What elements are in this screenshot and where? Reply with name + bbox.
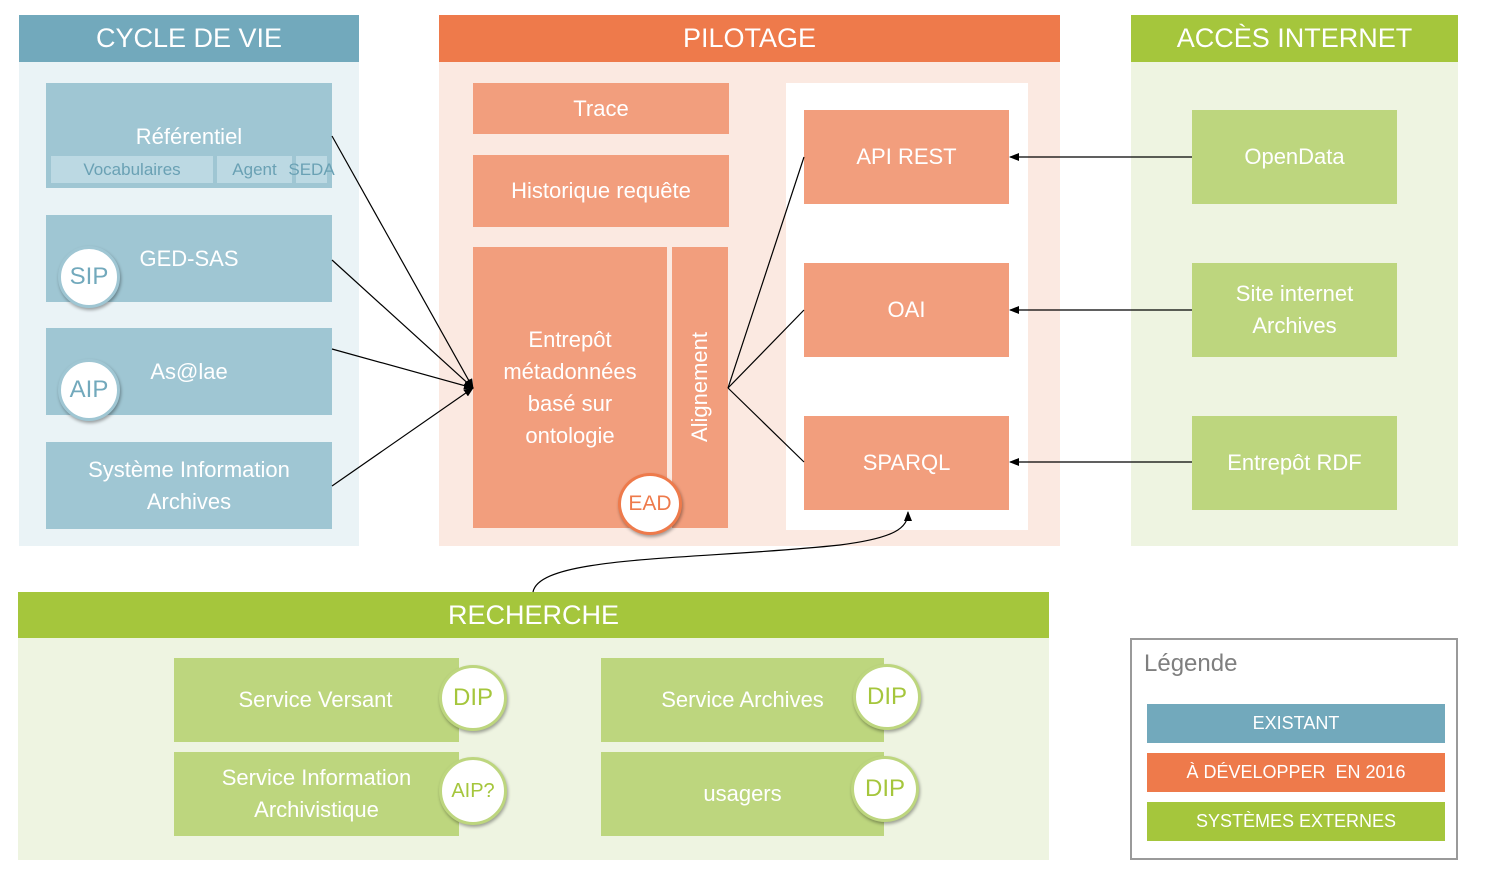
usagers-box[interactable]: usagers (601, 752, 884, 836)
service-information-line2: Archivistique (254, 797, 379, 822)
dip-badge-archives: DIP (853, 664, 921, 730)
api-rest-box[interactable]: API REST (804, 110, 1009, 204)
pilotage-header: PILOTAGE (439, 15, 1060, 62)
recherche-title: RECHERCHE (447, 599, 620, 630)
site-internet-line1: Site internet (1235, 281, 1354, 306)
historique-requete-box[interactable]: Historique requête (473, 155, 729, 227)
alignement-box[interactable]: Alignement (672, 247, 728, 528)
trace-box[interactable]: Trace (473, 83, 729, 134)
service-versant-box[interactable]: Service Versant (174, 658, 459, 742)
acces-internet-header: ACCÈS INTERNET (1131, 15, 1458, 62)
site-internet-box[interactable]: Site internet Archives (1192, 263, 1397, 357)
service-archives-box[interactable]: Service Archives (601, 658, 884, 742)
pilotage-title: PILOTAGE (682, 23, 817, 53)
cycle-de-vie-title: CYCLE DE VIE (95, 23, 283, 53)
dip-badge-versant: DIP (439, 665, 507, 731)
service-versant-label: Service Versant (238, 687, 393, 712)
entrepot-line1: Entrepôt (528, 326, 612, 352)
legend-a-developper: À DÉVELOPPER EN 2016 (1147, 753, 1445, 792)
oai-box[interactable]: OAI (804, 263, 1009, 357)
sia-line1: Système Information (88, 456, 290, 482)
sparql-label: SPARQL (862, 450, 951, 475)
ged-sas-label: GED-SAS (139, 246, 239, 271)
sia-line2: Archives (146, 488, 232, 514)
alignement-label: Alignement (687, 331, 712, 443)
recherche-header: RECHERCHE (18, 592, 1049, 638)
aslae-label: As@lae (150, 359, 228, 384)
sia-box[interactable]: Système Information Archives (46, 442, 332, 529)
referentiel-sub-agent: Agent (217, 156, 292, 183)
acces-internet-title: ACCÈS INTERNET (1176, 23, 1413, 53)
cycle-de-vie-header: CYCLE DE VIE (19, 15, 359, 62)
legend-existant: EXISTANT (1147, 704, 1445, 743)
historique-requete-label: Historique requête (511, 178, 691, 203)
aip-badge: AIP (58, 359, 120, 421)
referentiel-box[interactable]: Référentiel Vocabulaires Agent SEDA (46, 83, 335, 188)
sparql-box[interactable]: SPARQL (804, 416, 1009, 510)
site-internet-line2: Archives (1252, 313, 1337, 338)
sip-badge: SIP (58, 246, 120, 308)
entrepot-line2: métadonnées (503, 358, 637, 384)
api-rest-label: API REST (856, 144, 957, 169)
dip-badge-usagers: DIP (851, 756, 919, 822)
referentiel-sub-seda: SEDA (288, 156, 335, 183)
legend-title: Légende (1144, 650, 1238, 677)
entrepot-line3: basé sur (527, 390, 613, 416)
oai-label: OAI (887, 297, 926, 322)
trace-label: Trace (573, 95, 629, 121)
referentiel-sub-vocabulaires: Vocabulaires (51, 156, 213, 183)
aip-question-badge: AIP? (439, 757, 507, 825)
entrepot-metadonnees-box[interactable]: Entrepôt métadonnées basé sur ontologie (473, 247, 667, 528)
entrepot-rdf-label: Entrepôt RDF (1227, 450, 1362, 475)
service-information-box[interactable]: Service Information Archivistique (174, 752, 459, 836)
usagers-label: usagers (703, 781, 782, 806)
service-information-line1: Service Information (221, 765, 412, 790)
ead-badge: EAD (618, 473, 682, 535)
entrepot-line4: ontologie (525, 422, 615, 448)
opendata-label: OpenData (1244, 144, 1345, 169)
legend-box: Légende EXISTANT À DÉVELOPPER EN 2016 SY… (1130, 638, 1458, 860)
service-archives-label: Service Archives (661, 687, 824, 712)
entrepot-rdf-box[interactable]: Entrepôt RDF (1192, 416, 1397, 510)
referentiel-label: Référentiel (135, 124, 243, 149)
legend-systemes-externes: SYSTÈMES EXTERNES (1147, 802, 1445, 841)
opendata-box[interactable]: OpenData (1192, 110, 1397, 204)
